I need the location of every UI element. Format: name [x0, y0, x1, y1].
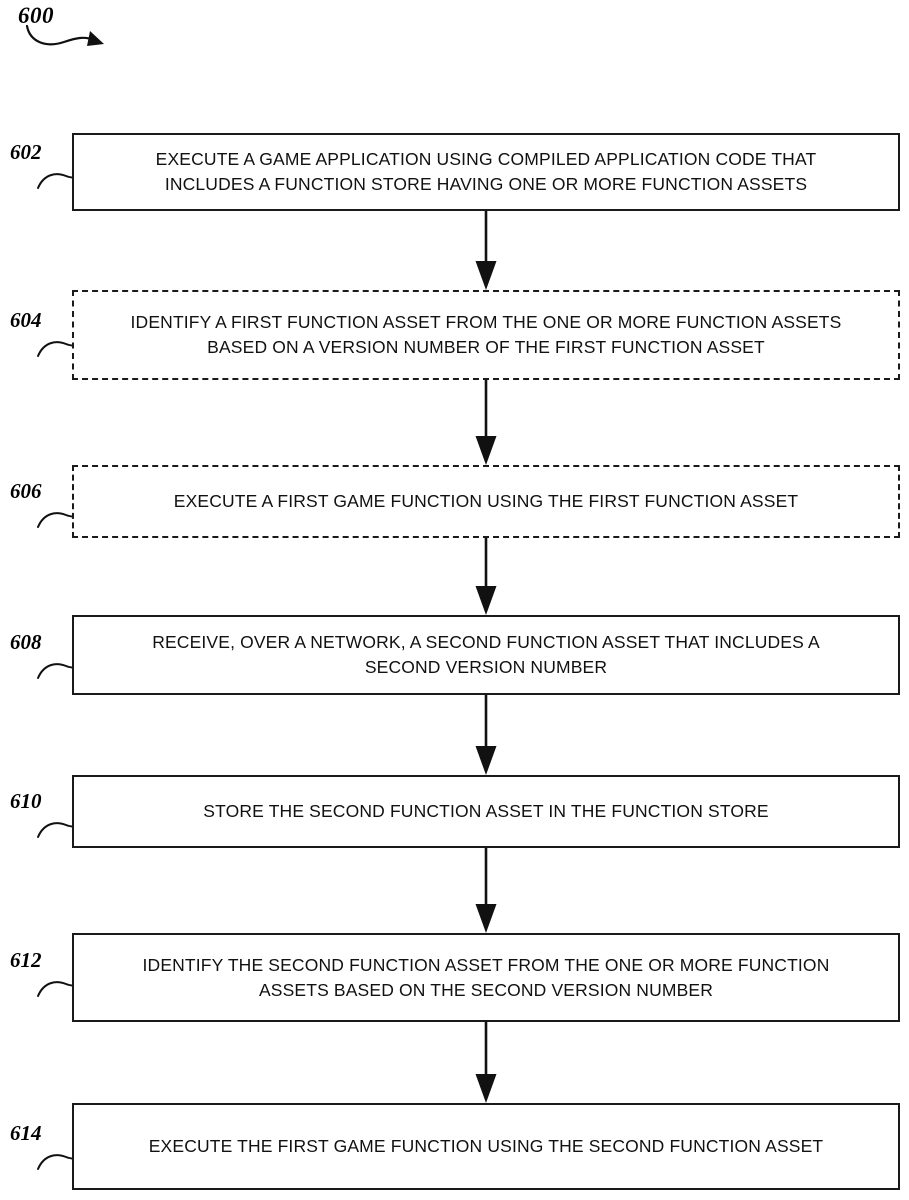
step-text-604: IDENTIFY A FIRST FUNCTION ASSET FROM THE…: [130, 312, 842, 357]
step-text-606: EXECUTE A FIRST GAME FUNCTION USING THE …: [173, 491, 799, 512]
step-box-612[interactable]: IDENTIFY THE SECOND FUNCTION ASSET FROM …: [72, 933, 900, 1022]
step-box-606[interactable]: EXECUTE A FIRST GAME FUNCTION USING THE …: [72, 465, 900, 538]
step-text-614: EXECUTE THE FIRST GAME FUNCTION USING TH…: [148, 1136, 824, 1157]
figure-number-label: 600: [18, 3, 54, 28]
connector-612-to-614: [475, 1022, 497, 1103]
ref-numeral-612: 612: [10, 948, 42, 972]
ref-numeral-610: 610: [10, 789, 42, 813]
ref-numeral-614: 614: [10, 1121, 42, 1145]
step-text-612: IDENTIFY THE SECOND FUNCTION ASSET FROM …: [142, 954, 830, 1000]
connector-604-to-606: [475, 380, 497, 465]
connector-606-to-608: [475, 538, 497, 615]
step-text-602: EXECUTE A GAME APPLICATION USING COMPILE…: [155, 149, 817, 194]
ref-numeral-602: 602: [10, 140, 42, 164]
step-box-604[interactable]: IDENTIFY A FIRST FUNCTION ASSET FROM THE…: [72, 290, 900, 380]
step-box-610[interactable]: STORE THE SECOND FUNCTION ASSET IN THE F…: [72, 775, 900, 848]
step-text-610: STORE THE SECOND FUNCTION ASSET IN THE F…: [203, 801, 769, 822]
ref-numeral-608: 608: [10, 630, 42, 654]
figure-leader-arrow-icon: [25, 24, 104, 46]
connector-610-to-612: [475, 848, 497, 933]
step-box-608[interactable]: RECEIVE, OVER A NETWORK, A SECOND FUNCTI…: [72, 615, 900, 695]
ref-numeral-604: 604: [10, 308, 42, 332]
connector-608-to-610: [475, 695, 497, 775]
step-text-608: RECEIVE, OVER A NETWORK, A SECOND FUNCTI…: [152, 632, 820, 677]
step-box-602[interactable]: EXECUTE A GAME APPLICATION USING COMPILE…: [72, 133, 900, 211]
step-box-614[interactable]: EXECUTE THE FIRST GAME FUNCTION USING TH…: [72, 1103, 900, 1190]
ref-numeral-606: 606: [10, 479, 42, 503]
connector-602-to-604: [475, 211, 497, 290]
